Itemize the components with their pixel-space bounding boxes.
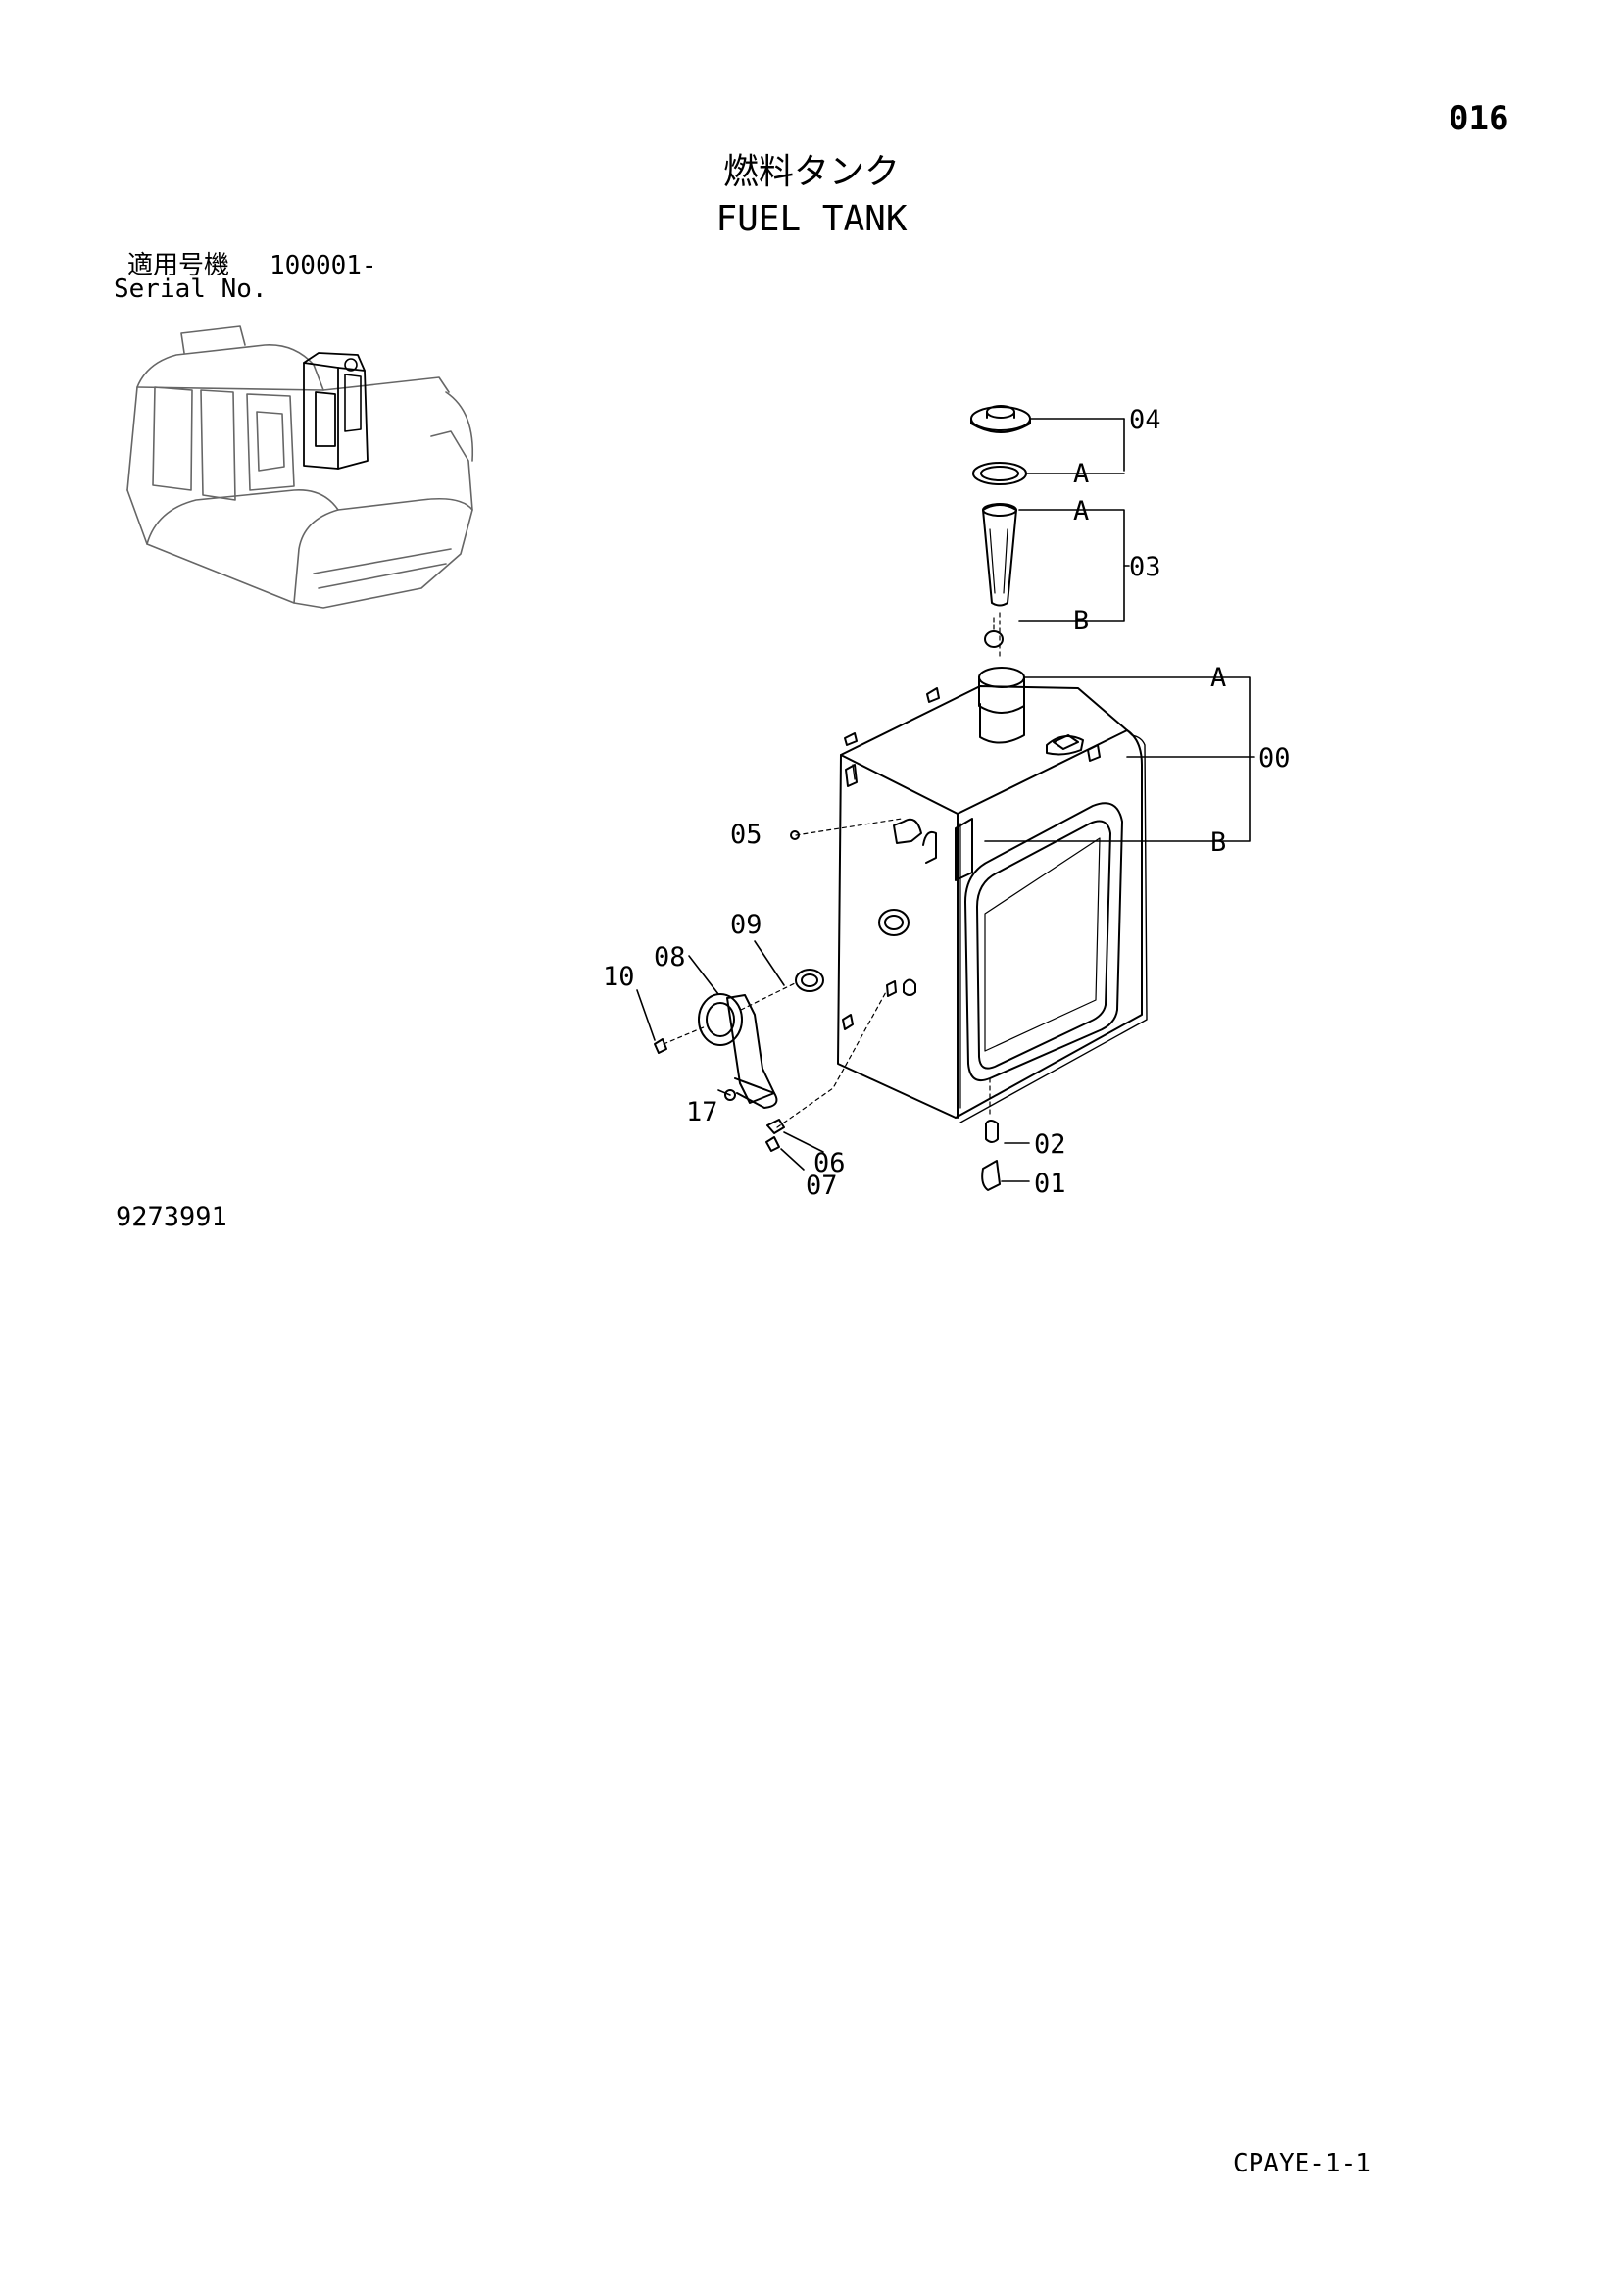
fuel-tank-body (837, 667, 1148, 1191)
callout-a2: A (1073, 496, 1089, 526)
callout-08: 08 (654, 942, 686, 973)
page-number: 016 (1449, 99, 1509, 138)
fuel-cap-assembly (970, 405, 1031, 660)
callout-17: 17 (686, 1097, 718, 1127)
callout-a1: A (1073, 459, 1089, 489)
callout-b1: B (1073, 606, 1089, 636)
callout-01: 01 (1034, 1169, 1066, 1199)
serial-label-english: Serial No. (114, 275, 268, 304)
serial-value: 100001- (270, 251, 377, 280)
page-code: CPAYE-1-1 (1233, 2149, 1371, 2178)
callout-04: 04 (1129, 405, 1161, 435)
title-english: FUEL TANK (715, 199, 908, 239)
title-japanese: 燃料タンク (722, 152, 900, 192)
fuel-sender-assembly (654, 818, 903, 1152)
callout-03: 03 (1129, 552, 1161, 582)
callout-b2: B (1210, 827, 1226, 858)
leader-lines (636, 418, 1255, 1182)
serial-label-japanese: 適用号機 (127, 251, 230, 280)
callout-07: 07 (806, 1171, 838, 1201)
callout-02: 02 (1034, 1129, 1066, 1160)
callout-09: 09 (730, 910, 762, 940)
callout-05: 05 (730, 820, 762, 850)
callout-06: 06 (813, 1148, 846, 1178)
excavator-locator-sketch (126, 325, 474, 609)
illustration-number: 9273991 (116, 1202, 227, 1232)
callout-a3: A (1210, 663, 1226, 693)
callout-00: 00 (1258, 743, 1291, 774)
callout-labels: 04 A A 03 B A 00 B 05 09 08 10 17 06 07 … (603, 405, 1291, 1201)
callout-10: 10 (603, 962, 635, 992)
